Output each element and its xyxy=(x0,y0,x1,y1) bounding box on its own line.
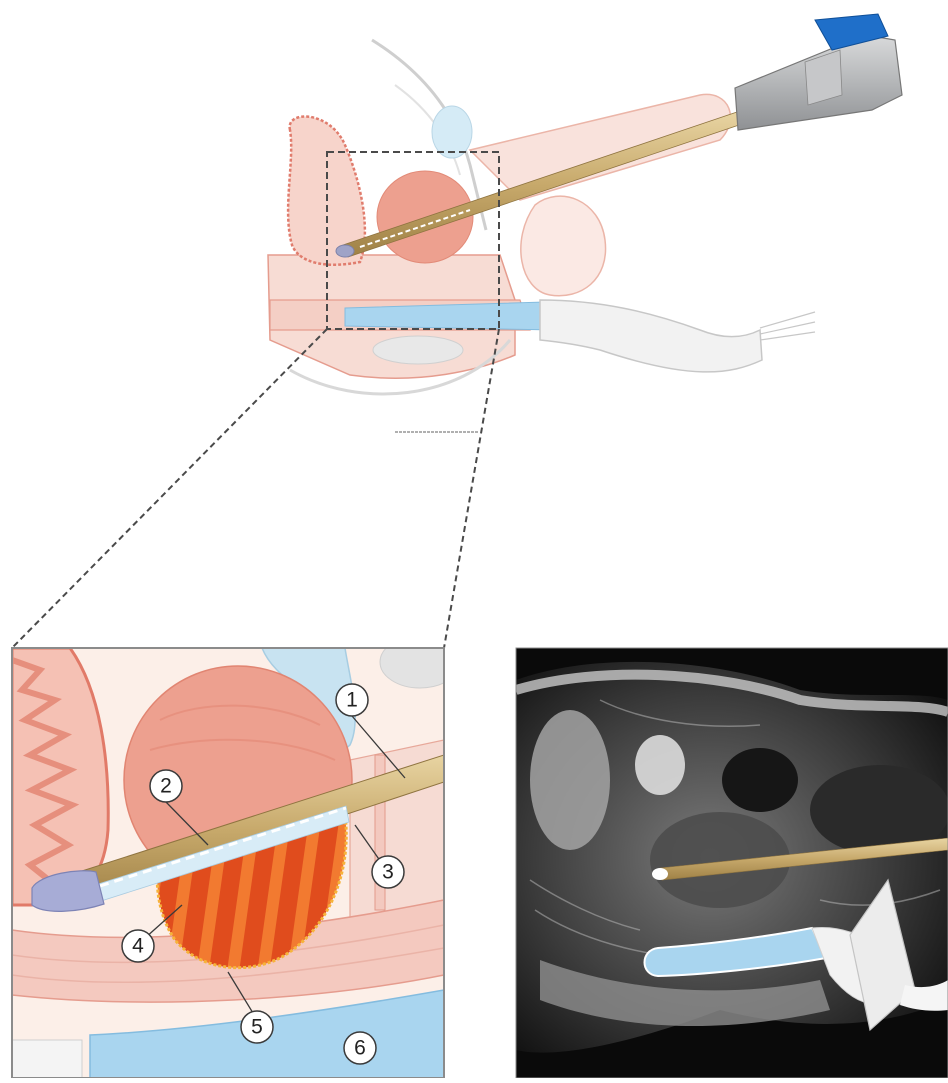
penile-shaft xyxy=(470,94,730,200)
callout-2: 2 xyxy=(150,770,182,802)
inset-probe-tip xyxy=(12,1040,82,1078)
callout-4: 4 xyxy=(122,930,154,962)
mri-dark-cavity xyxy=(722,748,798,812)
mri-bright-region-mid xyxy=(635,735,685,795)
gluteal-fold xyxy=(373,336,463,364)
callout-5-label: 5 xyxy=(251,1016,263,1039)
callout-3: 3 xyxy=(372,856,404,888)
callout-6-label: 6 xyxy=(354,1037,366,1060)
probe-cable-overview xyxy=(760,312,815,340)
inset-gray-structure xyxy=(380,636,460,688)
callout-5: 5 xyxy=(241,1011,273,1043)
mri-bright-region-left xyxy=(530,710,610,850)
callout-3-label: 3 xyxy=(382,861,394,884)
overview-illustration xyxy=(268,14,902,432)
laser-applicator-handle xyxy=(735,14,902,130)
zoom-connector-left xyxy=(12,329,327,648)
callout-6: 6 xyxy=(344,1032,376,1064)
endorectal-probe-handle xyxy=(540,300,762,372)
scrotum xyxy=(521,196,606,296)
callout-2-label: 2 xyxy=(160,775,172,798)
seminal-vesicle xyxy=(432,106,472,158)
zoomed-inset: 1 2 3 4 5 6 xyxy=(12,636,460,1078)
callout-1-label: 1 xyxy=(346,689,358,712)
callout-4-label: 4 xyxy=(132,935,144,958)
mri-panel xyxy=(516,648,948,1078)
zoom-connector-right xyxy=(444,329,499,648)
callout-1: 1 xyxy=(336,684,368,716)
